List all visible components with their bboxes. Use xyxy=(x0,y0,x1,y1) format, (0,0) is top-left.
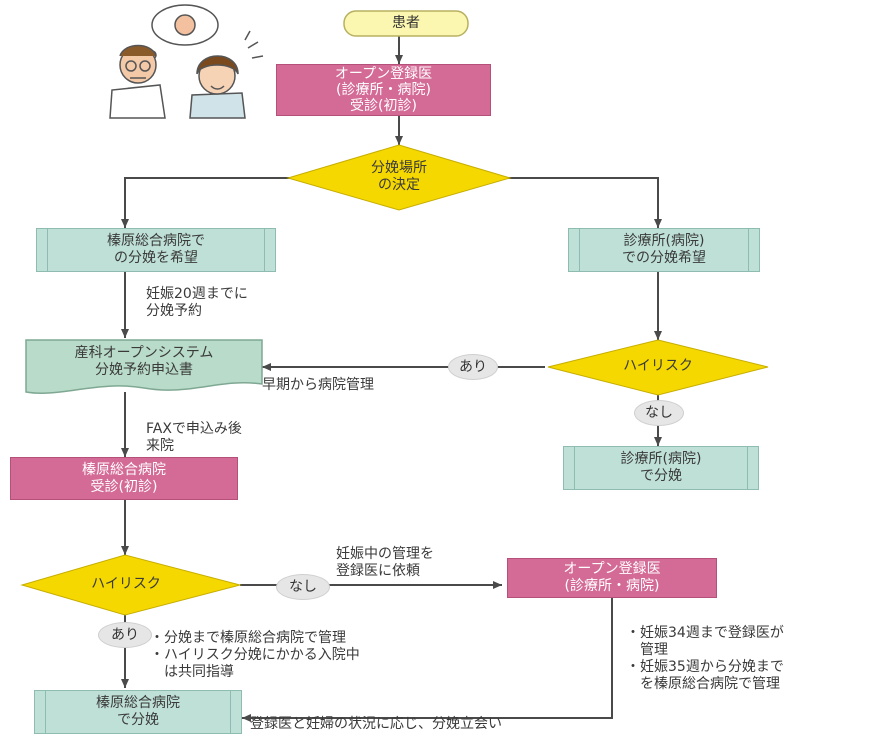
decision-diamond-risk-2 xyxy=(20,554,242,616)
early-management-note: 早期から病院管理 xyxy=(262,377,374,393)
delegate-management-note: 妊娠中の管理を登録医に依頼 xyxy=(336,546,434,579)
decision-place-label: 分娩場所 の決定 xyxy=(371,160,427,193)
start-terminator-shape xyxy=(343,10,469,37)
high-risk-decision-1-label: ハイリスク xyxy=(623,358,693,374)
hospital-delivery-box: 榛原総合病院 で分娩 xyxy=(34,690,242,734)
decision-diamond-place xyxy=(286,144,512,211)
reservation-note: 妊娠20週までに分娩予約 xyxy=(146,286,248,319)
no-label-2: なし xyxy=(276,574,330,600)
attendance-note: 登録医と妊婦の状況に応じ、分娩立会い xyxy=(250,716,502,732)
open-clinic-visit-box: オープン登録医 (診療所・病院) 受診(初診) xyxy=(276,64,491,116)
hospital-first-visit-box: 榛原総合病院 受診(初診) xyxy=(10,457,238,500)
fax-application-note: FAXで申込み後来院 xyxy=(146,421,242,454)
high-risk-decision-2-label: ハイリスク xyxy=(91,576,161,592)
decision-diamond-risk-1 xyxy=(547,339,769,396)
arrow-open-clinic-to-delivery xyxy=(242,598,613,722)
open-clinic-box-2: オープン登録医 (診療所・病院) xyxy=(507,558,717,598)
yes-label-1: あり xyxy=(448,354,498,380)
clinic-delivery-box: 診療所(病院) で分娩 xyxy=(563,446,759,490)
yes-label-2: あり xyxy=(98,622,152,648)
start-patient-label: 患者 xyxy=(392,15,420,31)
hospital-delivery-wish-box: 榛原総合病院で の分娩を希望 xyxy=(36,228,276,272)
week-management-note: ・妊娠34週まで登録医が 管理・妊娠35週から分娩まで を榛原総合病院で管理 xyxy=(626,625,784,692)
arrow-decision-to-hospital xyxy=(121,177,290,228)
application-form-shape xyxy=(25,339,263,394)
clinic-delivery-wish-box: 診療所(病院) での分娩希望 xyxy=(568,228,760,272)
hospital-management-note: ・分娩まで榛原総合病院で管理・ハイリスク分娩にかかる入院中 は共同指導 xyxy=(150,630,360,680)
no-label-1: なし xyxy=(634,400,684,426)
doctor-patient-illustration xyxy=(109,4,264,119)
arrow-decision-to-clinic xyxy=(508,177,662,228)
application-form-label: 産科オープンシステム 分娩予約申込書 xyxy=(74,345,214,378)
